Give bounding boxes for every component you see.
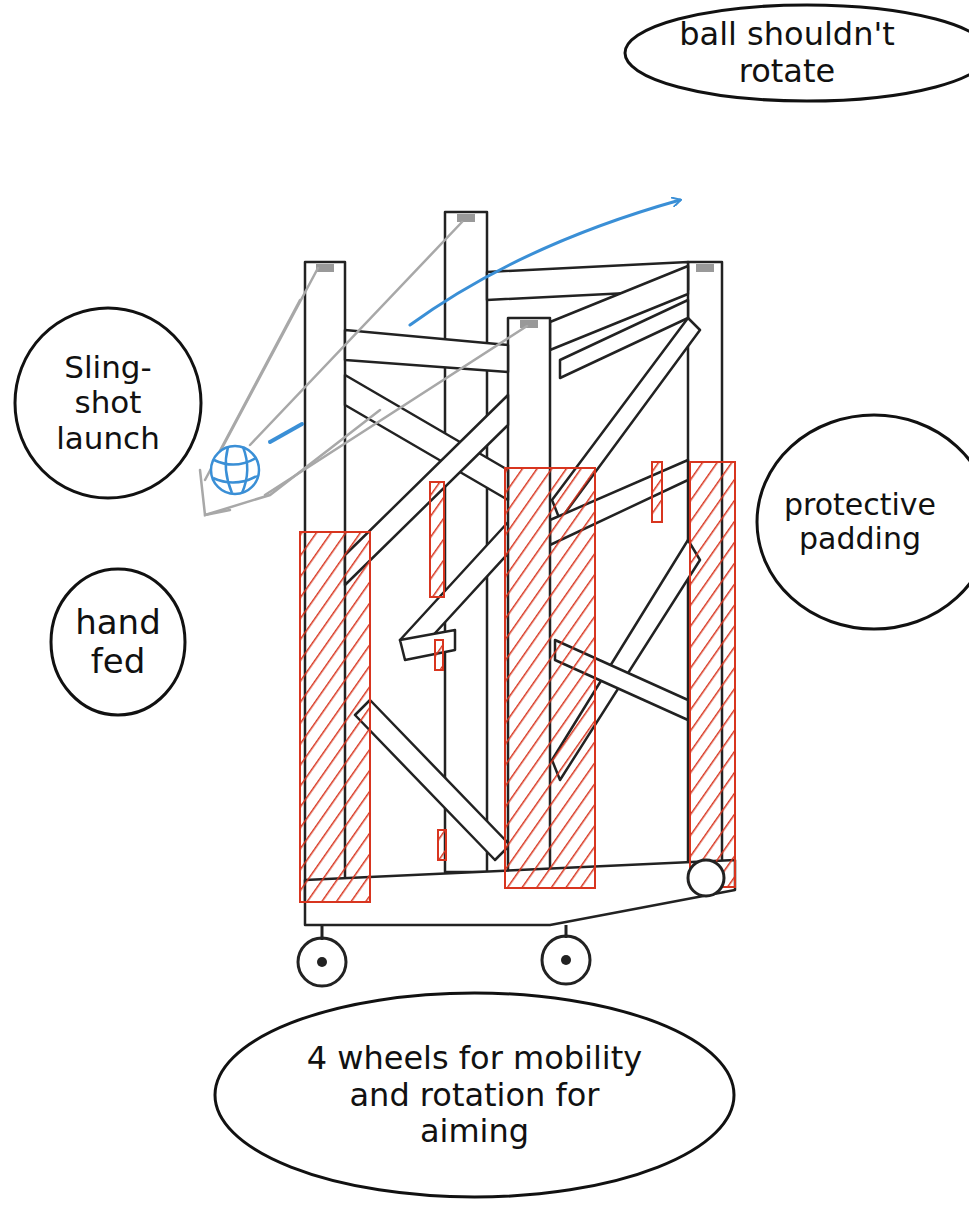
padding — [430, 482, 444, 597]
trajectory-arrow — [410, 200, 680, 325]
callout-text: protective padding — [765, 488, 955, 557]
wheel-mount — [565, 925, 568, 938]
bubble-ellipse — [51, 569, 185, 715]
padding — [300, 532, 370, 902]
inner-rail — [400, 630, 455, 660]
inner-rail — [355, 700, 510, 860]
sling-pouch — [205, 510, 230, 515]
ball-seam — [226, 447, 232, 493]
callout-text: hand fed — [68, 603, 168, 681]
bubble-ellipse — [625, 5, 969, 101]
wheel-hub — [561, 955, 571, 965]
bubble-ellipse — [215, 993, 734, 1197]
post-cap — [457, 214, 475, 222]
ball-seam — [242, 447, 247, 493]
callout-text: 4 wheels for mobility and rotation for a… — [305, 1040, 645, 1150]
wheel-hub — [317, 957, 327, 967]
post-cap — [696, 264, 714, 272]
wheel — [688, 860, 724, 896]
callout-bubble: Sling- shot launch — [12, 305, 204, 501]
callout-bubble: hand fed — [48, 566, 188, 718]
post-cap — [520, 320, 538, 328]
callout-bubble: ball shouldn't rotate — [622, 2, 969, 104]
sling-band — [215, 300, 300, 460]
padding — [690, 462, 735, 887]
wheel — [542, 936, 590, 984]
bubble-ellipse — [757, 415, 969, 629]
trajectory — [270, 424, 302, 442]
callout-bubble: protective padding — [754, 412, 969, 632]
callout-text: ball shouldn't rotate — [657, 16, 917, 90]
padding — [438, 830, 446, 860]
padding — [652, 462, 662, 522]
callout-text: Sling- shot launch — [49, 350, 167, 457]
padding — [505, 468, 595, 888]
ball — [211, 446, 259, 494]
ball-seam — [213, 476, 257, 483]
callout-bubble: 4 wheels for mobility and rotation for a… — [212, 990, 737, 1200]
wheel-mount — [321, 925, 324, 940]
back-left-post — [445, 212, 487, 872]
ball-seam — [214, 458, 256, 465]
sling-band — [205, 268, 318, 480]
padding — [435, 640, 443, 670]
front-top-rail — [345, 330, 508, 372]
bubble-ellipse — [15, 308, 201, 498]
sling-pouch — [200, 410, 380, 515]
wheel — [298, 938, 346, 986]
